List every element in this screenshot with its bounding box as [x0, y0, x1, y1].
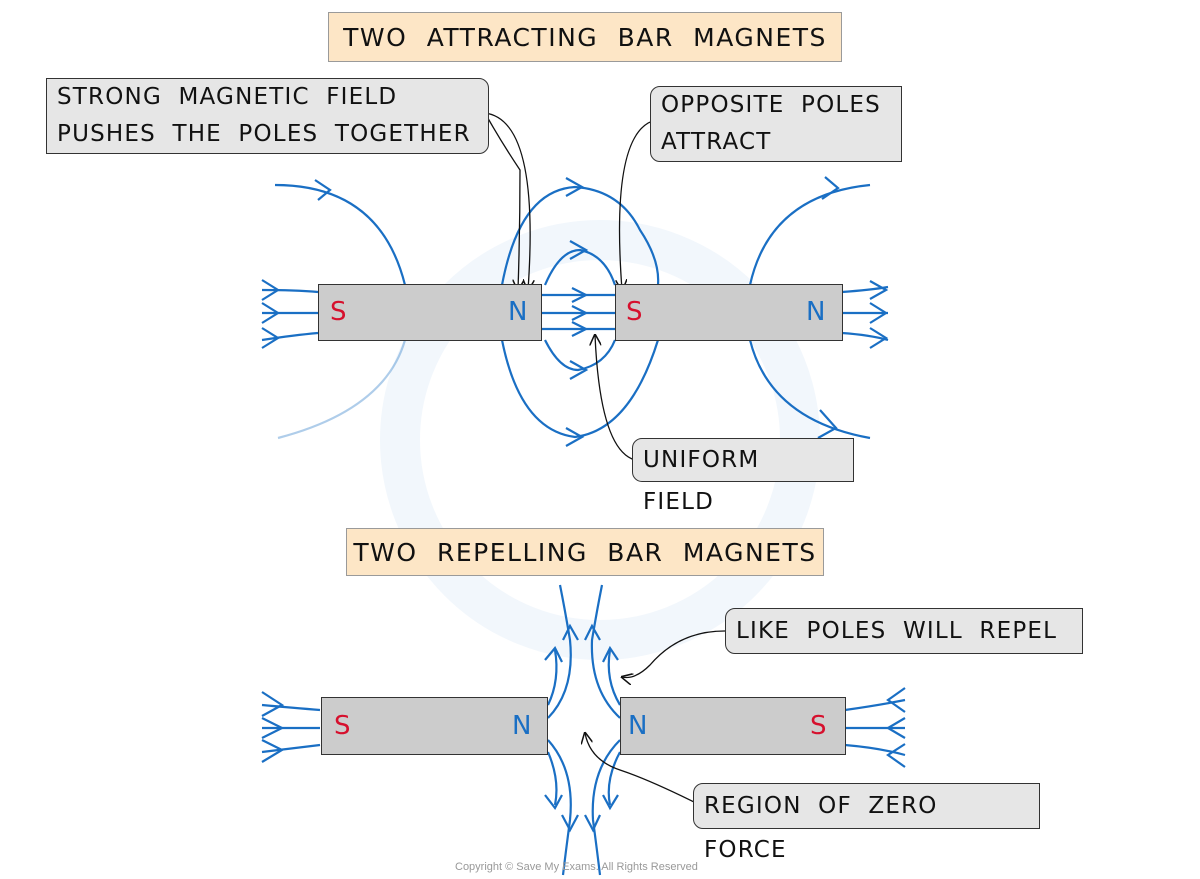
arrow-chevron: [314, 179, 332, 201]
label-strong-field: STRONG MAGNETIC FIELD PUSHES THE POLES T…: [46, 78, 489, 154]
attracting-title: TWO ATTRACTING BAR MAGNETS: [328, 12, 842, 62]
pointer-arrow: [622, 630, 728, 678]
pointer-arrow: [595, 335, 636, 461]
pointer-arrow: [585, 733, 701, 806]
repelling-right-magnet-north: N: [628, 711, 648, 741]
field-line: [607, 649, 621, 706]
arrow-chevron: [886, 687, 906, 713]
repelling-right-magnet-south: S: [810, 711, 827, 741]
pointer-arrow: [484, 112, 530, 290]
label-opposite-poles-line1: OPPOSITE POLES: [661, 92, 881, 118]
field-line: [748, 183, 871, 286]
repelling-left-magnet-south: S: [334, 711, 351, 741]
attracting-title-text: TWO ATTRACTING BAR MAGNETS: [343, 22, 827, 52]
attracting-right-magnet-north: N: [806, 297, 826, 327]
arrow-chevron: [885, 717, 906, 739]
field-line: [844, 743, 906, 757]
pointer-arrow: [620, 119, 657, 290]
arrow-chevron: [571, 287, 589, 303]
arrow-chevron: [817, 409, 838, 439]
field-line: [500, 339, 660, 439]
attracting-field-lines: [261, 176, 889, 447]
field-line: [261, 288, 319, 294]
pointer-arrow: [484, 112, 520, 290]
field-line: [261, 743, 321, 754]
arrow-chevron: [584, 814, 601, 833]
label-like-poles: LIKE POLES WILL REPEL: [725, 608, 1083, 654]
label-zero-force-text: REGION OF ZERO FORCE: [704, 793, 938, 863]
repelling-left-magnet: [321, 697, 548, 755]
arrow-chevron: [602, 645, 619, 663]
arrow-chevron: [261, 302, 281, 324]
field-line: [544, 339, 617, 372]
label-opposite-poles-line2: ATTRACT: [661, 129, 772, 155]
label-uniform-field: UNIFORM FIELD: [632, 438, 854, 515]
repelling-field-lines: [261, 584, 906, 876]
label-opposite-poles: OPPOSITE POLES ATTRACT: [650, 86, 902, 162]
attracting-left-magnet-south: S: [330, 297, 347, 327]
arrow-chevron: [571, 305, 589, 321]
arrow-chevron: [261, 739, 285, 763]
arrow-chevron: [261, 327, 281, 349]
repelling-right-magnet: [620, 697, 846, 755]
arrow-chevron: [565, 427, 585, 447]
label-uniform-field-text: UNIFORM FIELD: [643, 447, 760, 515]
field-line: [546, 751, 558, 806]
field-line: [844, 698, 906, 712]
field-line: [547, 649, 558, 706]
field-line: [277, 339, 407, 440]
arrow-chevron: [886, 743, 906, 768]
field-line: [591, 739, 621, 876]
arrow-chevron: [261, 279, 281, 301]
arrow-chevron: [561, 814, 579, 833]
field-line: [543, 248, 617, 286]
attracting-right-magnet: [615, 284, 843, 341]
field-line: [261, 331, 319, 342]
field-line: [748, 339, 871, 440]
arrow-chevron: [261, 691, 285, 717]
arrow-chevron: [569, 360, 589, 380]
attracting-right-magnet-south: S: [626, 297, 643, 327]
arrow-chevron: [569, 240, 589, 260]
label-strong-field-line1: STRONG MAGNETIC FIELD: [57, 84, 398, 110]
field-line: [547, 584, 572, 719]
field-line: [261, 703, 321, 712]
arrow-chevron: [584, 623, 601, 641]
label-like-poles-text: LIKE POLES WILL REPEL: [736, 618, 1058, 644]
label-strong-field-line2: PUSHES THE POLES TOGETHER: [57, 121, 471, 147]
attracting-left-magnet-north: N: [508, 297, 528, 327]
repelling-title-text: TWO REPELLING BAR MAGNETS: [353, 537, 817, 567]
arrow-chevron: [821, 176, 840, 200]
arrow-chevron: [544, 646, 563, 663]
attracting-left-magnet: [318, 284, 542, 341]
repelling-title: TWO REPELLING BAR MAGNETS: [346, 528, 824, 576]
arrow-chevron: [261, 717, 285, 739]
arrow-chevron: [544, 794, 563, 811]
field-line: [500, 185, 660, 286]
arrow-chevron: [869, 302, 889, 324]
arrow-chevron: [571, 321, 589, 337]
arrow-chevron: [562, 623, 579, 641]
arrow-chevron: [869, 280, 889, 300]
field-line: [274, 183, 407, 286]
field-line: [841, 285, 889, 294]
arrow-chevron: [602, 794, 619, 811]
arrow-chevron: [565, 177, 585, 197]
label-zero-force: REGION OF ZERO FORCE: [693, 783, 1040, 863]
arrow-chevron: [869, 327, 889, 349]
copyright-notice: Copyright © Save My Exams. All Rights Re…: [455, 861, 698, 873]
field-line: [547, 739, 572, 876]
repelling-left-magnet-north: N: [512, 711, 532, 741]
field-line: [607, 751, 621, 806]
field-line: [590, 584, 621, 719]
